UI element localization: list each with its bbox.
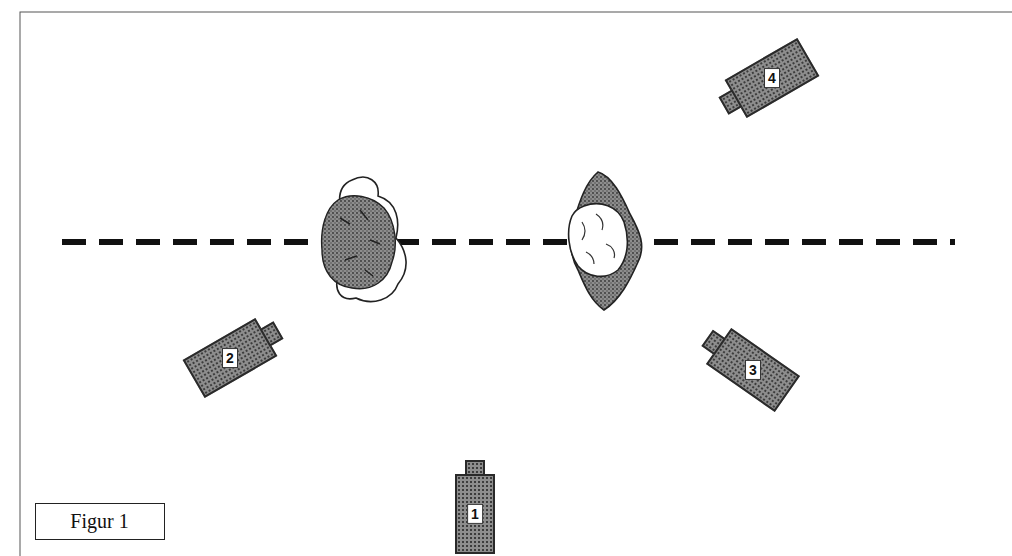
camera-lens [719,89,743,114]
camera-number: 2 [222,348,238,368]
camera-body: 4 [725,38,820,118]
camera-number: 1 [467,504,483,524]
figure-label-box: Figur 1 [35,503,165,540]
hair-strokes [340,210,380,276]
camera-lens [701,330,726,356]
camera-body: 1 [455,474,495,554]
camera-lens [260,321,284,346]
frame-border [20,12,1012,556]
figure-label: Figur 1 [70,509,128,533]
hair-strokes [582,214,615,264]
axis-line [62,239,955,245]
actor-head [322,196,396,289]
camera-number: 3 [745,360,761,380]
camera-number: 4 [764,68,780,88]
camera-body: 2 [183,318,278,398]
camera-lens [465,460,485,476]
actor-head [569,204,628,277]
camera-body: 3 [706,328,800,412]
